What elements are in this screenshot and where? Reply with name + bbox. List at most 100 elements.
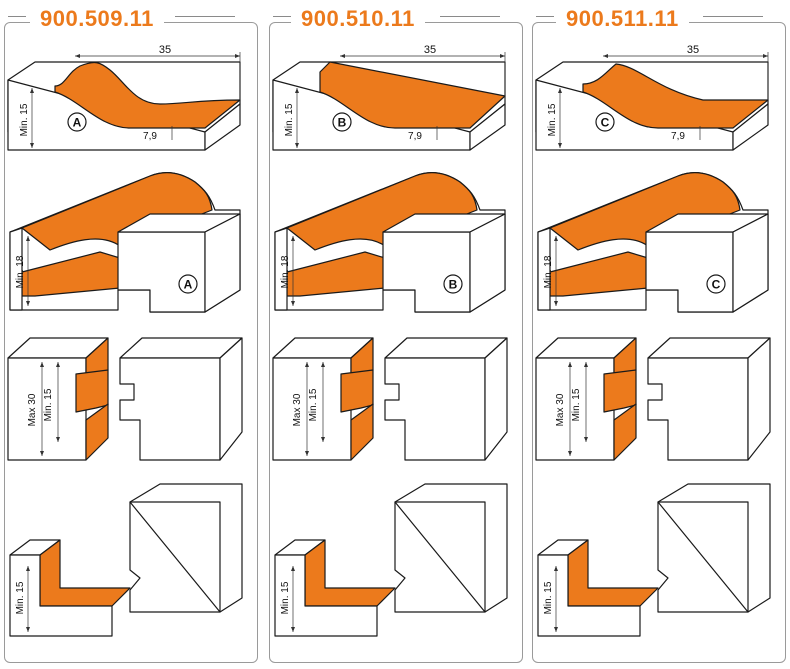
rebate-block-edge — [129, 501, 221, 613]
dim-min15c-arrow-head-top — [291, 566, 295, 571]
dim-max30-arrow-head-bottom — [305, 451, 309, 456]
joint-badge — [443, 274, 463, 294]
dim-min15-arrow-head-bottom — [558, 143, 562, 148]
profile-cut-surface — [582, 63, 769, 129]
joint-stile-front — [117, 231, 206, 313]
profile-block-side — [469, 103, 506, 151]
rebate-block-edge — [657, 501, 749, 613]
dim-width-arrow-head-right — [763, 54, 768, 58]
dim-width-arrow-head-right — [235, 54, 240, 58]
profile-badge-letter: C — [601, 116, 610, 130]
joint-left-edge — [9, 227, 23, 311]
stile-front-right — [647, 357, 749, 461]
dim-max30-arrow-head-top — [568, 362, 572, 367]
stile-profile-bottom — [85, 403, 109, 461]
dim-min18-arrow-head-top — [554, 236, 558, 241]
dim-min15c-label: Min. 15 — [543, 581, 554, 614]
stile-side-right — [219, 337, 243, 461]
title-rule-2b — [440, 16, 500, 17]
dim-min18-arrow-head-bottom — [291, 301, 295, 306]
joint-badge — [178, 274, 198, 294]
dim-min15-label: Min. 15 — [547, 103, 558, 136]
dim-min15b-label: Min. 15 — [43, 388, 54, 421]
title-rule-1 — [8, 16, 26, 17]
rebate-block-edge — [394, 501, 486, 613]
joint-stile-side — [469, 213, 506, 313]
dim-min15-arrow-head-bottom — [295, 143, 299, 148]
joint-rail-surface — [21, 172, 213, 251]
profile-cut-surface — [319, 61, 506, 129]
joint-badge-letter: B — [449, 278, 458, 292]
rebate-surface — [39, 539, 131, 607]
dim-min15c-arrow-head-bottom — [554, 627, 558, 632]
profile-badge-letter: B — [338, 116, 347, 130]
dim-min15c-label: Min. 15 — [15, 581, 26, 614]
dim-width-label: 35 — [687, 44, 699, 56]
rebate-block — [394, 483, 508, 613]
profile-block-side — [204, 103, 241, 151]
stile-side-right — [484, 337, 508, 461]
joint-badge-letter: A — [184, 278, 193, 292]
product-code-1: 900.509.11 — [30, 2, 164, 36]
stile-front-right — [384, 357, 486, 461]
dim-min15-label: Min. 15 — [284, 103, 295, 136]
joint-stile-side — [204, 213, 241, 313]
dim-min18-arrow-head-top — [291, 236, 295, 241]
dim-max30-arrow-head-top — [305, 362, 309, 367]
dim-max30-arrow-head-bottom — [568, 451, 572, 456]
dim-width-label: 35 — [424, 44, 436, 56]
dim-offset-label: 7,9 — [671, 131, 685, 142]
dim-offset-label: 7,9 — [143, 131, 157, 142]
dim-min18-label: Min. 18 — [15, 255, 26, 288]
stile-profile-mid — [75, 369, 109, 413]
dim-min15b-arrow-head-bottom — [584, 437, 588, 442]
dim-width-label: 35 — [159, 44, 171, 56]
profile-block-side — [732, 103, 769, 151]
dim-min18-arrow-head-top — [26, 236, 30, 241]
dim-min15b-label: Min. 15 — [308, 388, 319, 421]
dim-max30-arrow-head-bottom — [40, 451, 44, 456]
title-rule-2 — [273, 16, 291, 17]
dim-min15c-label: Min. 15 — [280, 581, 291, 614]
profile-badge — [67, 112, 87, 132]
dim-min15-arrow-head-top — [295, 88, 299, 93]
profile-cut-surface — [54, 61, 241, 129]
stile-profile-mid — [603, 369, 637, 413]
stile-profile-mid — [340, 369, 374, 413]
joint-rail-surface — [286, 172, 478, 251]
dim-min18-label: Min. 18 — [280, 255, 291, 288]
dim-min15b-arrow-head-top — [56, 362, 60, 367]
title-rule-1b — [175, 16, 235, 17]
dim-min18-label: Min. 18 — [543, 255, 554, 288]
dim-min15c-arrow-head-top — [554, 566, 558, 571]
dim-width-arrow-head-right — [500, 54, 505, 58]
rebate-block — [129, 483, 243, 613]
dim-min15-label: Min. 15 — [19, 103, 30, 136]
dim-max30-label: Max 30 — [555, 393, 566, 426]
dim-min15b-arrow-head-bottom — [321, 437, 325, 442]
dim-max30-label: Max 30 — [292, 393, 303, 426]
dim-min15c-arrow-head-bottom — [26, 627, 30, 632]
dim-width-arrow-head-left — [340, 54, 345, 58]
profile-badge — [332, 112, 352, 132]
dim-min15-arrow-head-top — [558, 88, 562, 93]
stile-front-right — [119, 357, 221, 461]
joint-left-edge — [537, 227, 551, 311]
joint-left-edge — [274, 227, 288, 311]
dim-min15-arrow-head-bottom — [30, 143, 34, 148]
title-rule-3b — [703, 16, 763, 17]
joint-badge — [706, 274, 726, 294]
rebate-front — [9, 554, 113, 637]
rebate-surface — [567, 539, 659, 607]
rebate-front — [537, 554, 641, 637]
dim-width-arrow-head-left — [603, 54, 608, 58]
stile-profile-bottom — [613, 403, 637, 461]
joint-stile-side — [732, 213, 769, 313]
dim-min18-arrow-head-bottom — [26, 301, 30, 306]
dim-max30-label: Max 30 — [27, 393, 38, 426]
dim-max30-arrow-head-top — [40, 362, 44, 367]
stile-side-right — [747, 337, 771, 461]
dim-min15b-arrow-head-bottom — [56, 437, 60, 442]
